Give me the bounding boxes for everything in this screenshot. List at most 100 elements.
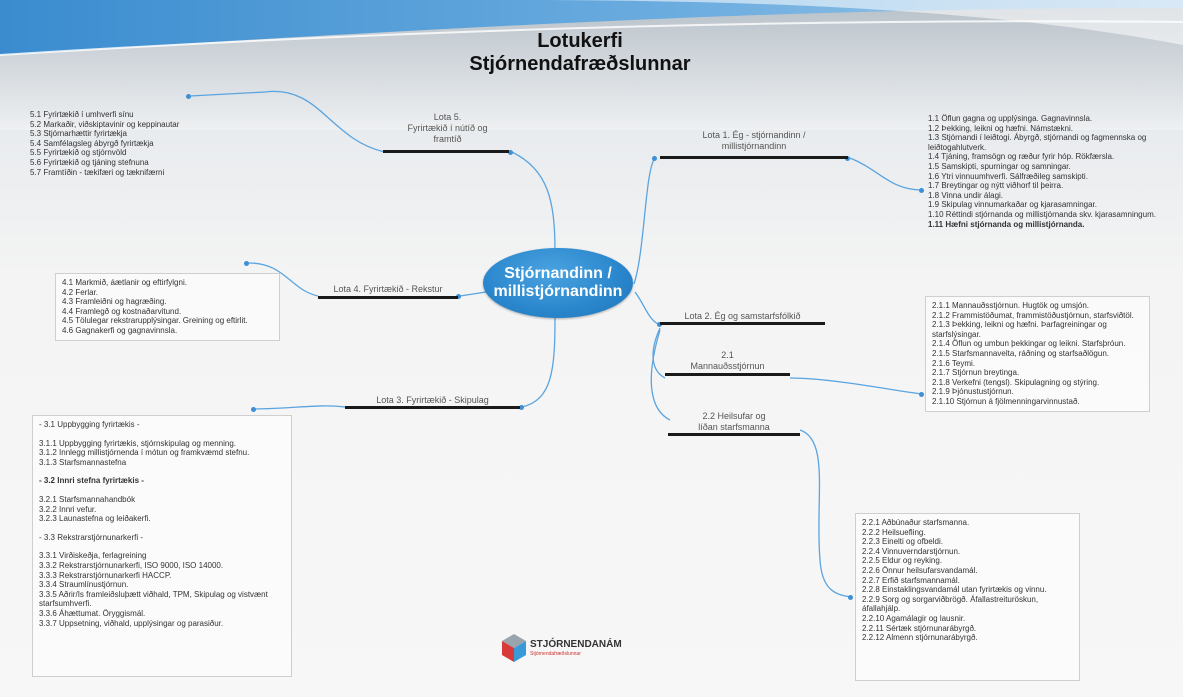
list-item: 3.2.3 Launastefna og leiðakerfi.	[39, 514, 151, 524]
connector-sub21-list	[789, 377, 923, 395]
list-item: 1.2 Þekking, leikni og hæfni. Námstækni.	[928, 123, 1073, 133]
list-item: 2.2.6 Önnur heilsufarsvandamál.	[862, 565, 978, 575]
list-item: 2.2.9 Sorg og sorgarviðbrögð. Áfallastre…	[862, 594, 1039, 614]
list-item: 1.10 Réttindi stjórnanda og millistjórna…	[928, 209, 1156, 219]
list-item: 1.3 Stjórnandi í leiðtogi. Ábyrgð, stjór…	[928, 133, 1147, 152]
section-heading: - 3.2 Innri stefna fyrirtækis -	[39, 476, 144, 486]
list-item: 1.9 Skipulag vinnumarkaðar og kjarasamni…	[928, 200, 1097, 210]
lota4-node[interactable]: Lota 4. Fyrirtækið - Rekstur	[318, 284, 458, 295]
lota5-node[interactable]: Lota 5. Fyrirtækið í nútíð og framtíð	[385, 112, 510, 145]
list-item: 2.2.10 Agamálagir og lausnir.	[862, 613, 966, 623]
list-item: 3.3.7 Uppsetning, viðhald, upplýsingar o…	[39, 618, 224, 628]
lota1-line1: Lota 1. Ég - stjórnandinn /	[702, 130, 806, 140]
stjornendanam-logo: STJÓRNENDANÁM Stjórnendafræðslunnar	[500, 630, 630, 670]
connector-center-lota4	[459, 291, 487, 297]
sub21-line2: Mannauðsstjórnun	[690, 361, 765, 371]
connector-lota5-list	[189, 90, 386, 153]
connector-center-lota5	[511, 151, 556, 253]
connector-center-lota1	[633, 157, 656, 285]
section-heading: - 3.3 Rekstrarstjórnunarkerfi -	[39, 532, 144, 542]
connector-dot	[919, 188, 924, 193]
connector-dot	[657, 322, 662, 327]
list-item: 2.1.2 Frammistöðumat, frammistöðustjórnu…	[932, 310, 1134, 320]
title-line2: Stjórnendafræðslunnar	[469, 53, 691, 75]
list-item: 4.3 Framleiðni og hagræðing.	[62, 297, 167, 307]
lota1-bar	[660, 156, 848, 159]
list-item: 2.2.8 Einstaklingsvandamál utan fyrirtæk…	[862, 585, 1047, 595]
lota5-line3: framtíð	[433, 134, 462, 144]
list-item: 3.2.2 Innri vefur.	[39, 504, 97, 514]
cube-logo-icon	[502, 634, 526, 662]
list-item: 5.7 Framtíðin - tækifæri og tæknifærni	[30, 167, 165, 177]
list-item: 2.1.3 Þekking, leikni og hæfni. Þarfagre…	[932, 320, 1107, 339]
list-item: 3.3.2 Rekstrarstjórnunarkerfi, ISO 9000,…	[39, 560, 224, 570]
list-item: 3.3.6 Áhættumat. Öryggismál.	[39, 608, 146, 618]
list-item: 3.1.2 Innlegg millistjórnenda í mótun og…	[39, 448, 250, 458]
list-item: 4.1 Markmið, áætlanir og eftirfylgni.	[62, 278, 187, 287]
sub21-node[interactable]: 2.1 Mannauðsstjórnun	[665, 350, 790, 372]
connector-dot	[456, 294, 461, 299]
lota5-line1: Lota 5.	[433, 112, 462, 122]
lota2-bar	[660, 322, 825, 325]
title-line1: Lotukerfi	[537, 30, 623, 52]
list-item: 3.3.3 Rekstrarstjórnunarkerfi HACCP.	[39, 570, 172, 580]
lota3-topics: - 3.1 Uppbygging fyrirtækis - 3.1.1 Uppb…	[32, 415, 292, 677]
lota2-node[interactable]: Lota 2. Ég og samstarfsfólkið	[660, 311, 825, 322]
sub21-bar	[665, 373, 790, 376]
lota3-line1: Lota 3. Fyrirtækið - Skipulag	[376, 395, 489, 405]
sub22-bar	[668, 433, 800, 436]
connector-dot	[519, 405, 524, 410]
list-item: 4.2 Ferlar.	[62, 287, 99, 297]
list-item: 2.2.12 Almenn stjórnunarábyrgð.	[862, 633, 978, 643]
sub22-node[interactable]: 2.2 Heilsufar og líðan starfsmanna	[668, 411, 800, 433]
list-item: 2.2.11 Sértæk stjórnunarábyrgð.	[862, 623, 977, 633]
lota2-line1: Lota 2. Ég og samstarfsfólkið	[684, 311, 801, 321]
list-item: 5.3 Stjórnarhættir fyrirtækja	[30, 129, 127, 139]
lota1-node[interactable]: Lota 1. Ég - stjórnandinn / millistjórna…	[660, 130, 848, 152]
sub22-topics: 2.2.1 Aðbúnaður starfsmanna. 2.2.2 Heils…	[855, 513, 1080, 681]
list-item: 1.7 Breytingar og nýtt viðhorf til þeirr…	[928, 181, 1064, 191]
list-item: 5.6 Fyrirtækið og tjáning stefnuna	[30, 157, 149, 167]
lota5-line2: Fyrirtækið í nútíð og	[407, 123, 488, 133]
list-item: 3.3.1 Virðiskeðja, ferlagreining	[39, 551, 147, 561]
list-item: 2.2.1 Aðbúnaður starfsmanna.	[862, 518, 970, 527]
connector-lota1-list	[849, 157, 923, 191]
list-item: 5.2 Markaðir, viðskiptavinir og keppinau…	[30, 119, 180, 129]
list-item: 5.4 Samfélagsleg ábyrgð fyrirtækja	[30, 138, 154, 148]
list-item: 1.6 Ytri vinnuumhverfi. Sálfræðileg sams…	[928, 171, 1088, 181]
lota4-bar	[318, 296, 458, 299]
connector-center-lota2	[634, 291, 661, 326]
list-item: 3.2.1 Starfsmannahandbók	[39, 494, 136, 504]
list-item: 3.3.5 Aðrir/Is framleiðsluþætt viðhald, …	[39, 589, 268, 609]
logo-name: STJÓRNENDANÁM	[530, 639, 622, 650]
list-item: 5.1 Fyrirtækið í umhverfi sínu	[30, 110, 134, 119]
list-item: 1.5 Samskipti, spurningar og samningar.	[928, 161, 1071, 171]
list-item: 1.8 Vinna undir álagi.	[928, 190, 1004, 200]
connector-lota3-list	[254, 405, 346, 410]
sub21-line1: 2.1	[721, 350, 734, 360]
connector-dot	[251, 407, 256, 412]
connector-dot	[848, 595, 853, 600]
sub21-topics: 2.1.1 Mannauðsstjórnun. Hugtök og umsjón…	[925, 296, 1150, 412]
header-swoosh	[0, 0, 1183, 130]
connector-dot	[186, 94, 191, 99]
list-item: 2.1.1 Mannauðsstjórnun. Hugtök og umsjón…	[932, 301, 1089, 310]
list-item wrap: 4.5 Tölulegar rekstrarupplýsingar. Grein…	[62, 316, 248, 326]
lota3-node[interactable]: Lota 3. Fyrirtækið - Skipulag	[345, 395, 520, 406]
lota1-line2: millistjórnandinn	[721, 141, 787, 151]
diagram-title: Lotukerfi Stjórnendafræðslunnar	[380, 30, 780, 76]
list-item: 2.1.9 Þjónustustjórnun.	[932, 387, 1014, 397]
connector-dot	[508, 150, 513, 155]
list-item: 1.1 Öflun gagna og upplýsinga. Gagnavinn…	[928, 114, 1093, 123]
list-item: 2.2.7 Erfið starfsmannamál.	[862, 575, 960, 585]
lota5-topics: 5.1 Fyrirtækið í umhverfi sínu 5.2 Marka…	[30, 110, 260, 177]
lota3-bar	[345, 406, 520, 409]
section-heading: - 3.1 Uppbygging fyrirtækis -	[39, 420, 140, 429]
connector-center-lota3	[521, 317, 556, 408]
center-node[interactable]: Stjórnandinn / millistjórnandinn	[483, 248, 633, 318]
connector-sub22-list	[799, 429, 853, 598]
list-item: 2.2.4 Vinnuverndarstjórnun.	[862, 546, 961, 556]
sub22-line2: líðan starfsmanna	[698, 422, 770, 432]
